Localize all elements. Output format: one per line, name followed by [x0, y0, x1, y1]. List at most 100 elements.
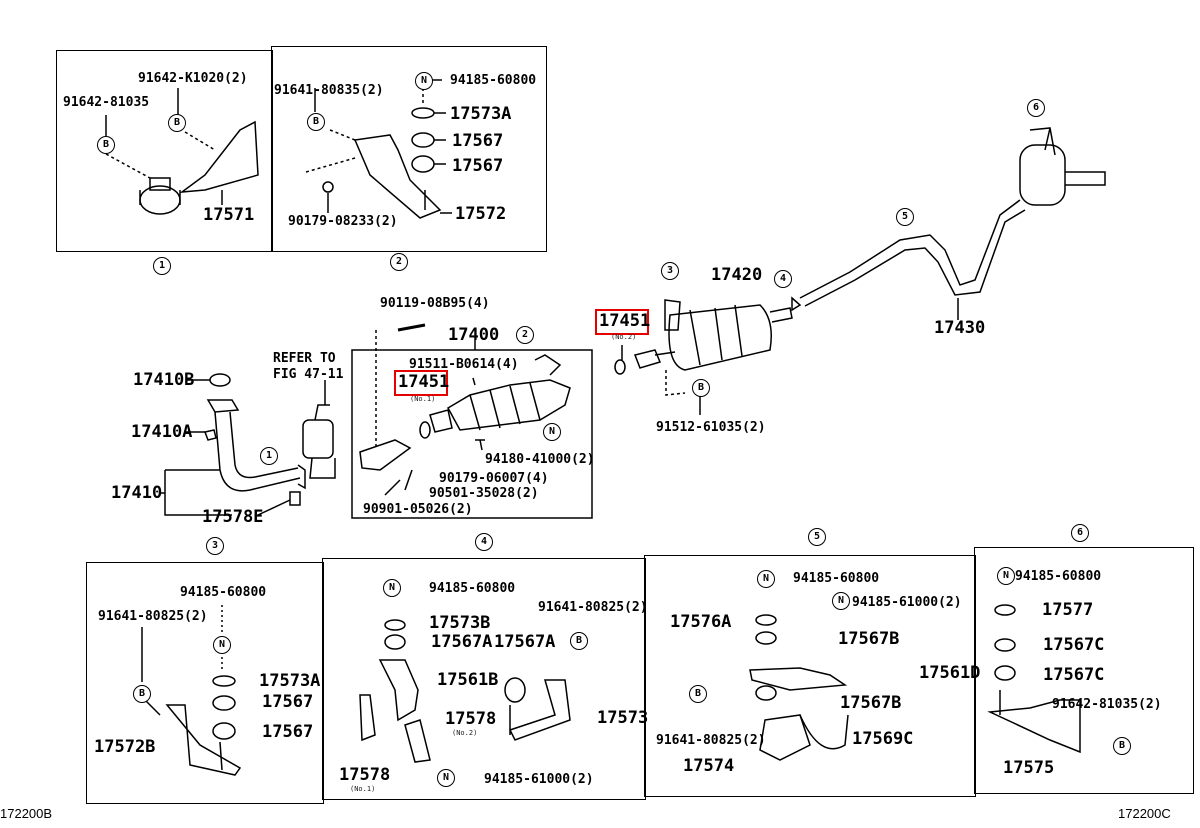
bracket-17571-drawing — [105, 88, 259, 215]
part-label[interactable]: 94185-60800 — [180, 585, 267, 600]
figure-code-left: 172200B — [0, 806, 53, 821]
refer-note[interactable]: FIG 47-11 — [273, 367, 344, 382]
panel-6-frame — [974, 547, 1194, 794]
bolt-marker-icon: B — [307, 113, 325, 131]
highlighted-part-label[interactable]: 17451 — [599, 311, 651, 331]
part-label[interactable]: 91642-81035 — [63, 95, 150, 110]
part-label[interactable]: 17572 — [455, 204, 507, 224]
part-label[interactable]: 90901-05026(2) — [363, 502, 473, 517]
part-sublabel: (No.2) — [452, 729, 478, 737]
part-label[interactable]: 17430 — [934, 318, 986, 338]
part-label[interactable]: 94185-60800 — [450, 73, 537, 88]
part-label[interactable]: 90501-35028(2) — [429, 486, 539, 501]
part-label[interactable]: 17567B — [838, 629, 900, 649]
highlight-box-17451-no2 — [595, 309, 649, 335]
callout-2[interactable]: 2 — [516, 326, 534, 344]
part-label[interactable]: 17400 — [448, 325, 500, 345]
panel-number-6[interactable]: 6 — [1071, 524, 1089, 542]
part-label[interactable]: 94185-60800 — [793, 571, 880, 586]
panel-5-frame — [644, 555, 976, 797]
part-label[interactable]: 17573B — [429, 613, 491, 633]
part-label[interactable]: 91641-80825(2) — [538, 600, 648, 615]
panel-number-5[interactable]: 5 — [808, 528, 826, 546]
figure-code-right: 172200C — [1118, 806, 1171, 821]
part-label[interactable]: 91641-80835(2) — [274, 83, 384, 98]
part-label[interactable]: 17573A — [450, 104, 512, 124]
part-label[interactable]: 17578E — [202, 507, 264, 527]
part-label[interactable]: 94185-60800 — [1015, 569, 1102, 584]
panel-number-4[interactable]: 4 — [475, 533, 493, 551]
part-label[interactable]: 94185-61000(2) — [484, 772, 594, 787]
part-label[interactable]: 17574 — [683, 756, 735, 776]
part-label[interactable]: 17410A — [131, 422, 193, 442]
panel-1-frame — [56, 50, 273, 252]
nut-marker-icon: N — [757, 570, 775, 588]
part-label[interactable]: 94185-60800 — [429, 581, 516, 596]
part-label[interactable]: 17561D — [919, 663, 981, 683]
part-label[interactable]: 91641-80825(2) — [98, 609, 208, 624]
part-label[interactable]: 17571 — [203, 205, 255, 225]
part-label[interactable]: 17575 — [1003, 758, 1055, 778]
nut-marker-icon: N — [543, 423, 561, 441]
part-label[interactable]: 17576A — [670, 612, 732, 632]
part-label[interactable]: 17567A — [494, 632, 556, 652]
part-label[interactable]: 17567 — [262, 722, 314, 742]
panel-number-1[interactable]: 1 — [153, 257, 171, 275]
part-label[interactable]: 91642-K1020(2) — [138, 71, 248, 86]
part-label[interactable]: 17577 — [1042, 600, 1094, 620]
converter-box-drawing — [351, 323, 593, 519]
part-label[interactable]: 17567 — [262, 692, 314, 712]
part-label[interactable]: 17578 — [339, 765, 391, 785]
part-label[interactable]: 90179-06007(4) — [439, 471, 549, 486]
muffler-17420-drawing — [614, 299, 793, 415]
part-label[interactable]: 17420 — [711, 265, 763, 285]
part-label[interactable]: 17573 — [597, 708, 649, 728]
bolt-marker-icon: B — [1113, 737, 1131, 755]
part-label[interactable]: 91642-81035(2) — [1052, 697, 1162, 712]
part-label[interactable]: 17567 — [452, 131, 504, 151]
panel-3-frame — [86, 562, 324, 804]
bolt-marker-icon: B — [168, 114, 186, 132]
panel-2-frame — [271, 46, 547, 252]
callout-4[interactable]: 4 — [774, 270, 792, 288]
tailpipe-17430-drawing — [791, 127, 1106, 320]
highlighted-part-label[interactable]: 17451 — [398, 372, 450, 392]
bolt-marker-icon: B — [692, 379, 710, 397]
bolt-marker-icon: B — [97, 136, 115, 154]
nut-marker-icon: N — [213, 636, 231, 654]
front-pipe-17410-drawing — [160, 373, 336, 516]
part-label[interactable]: 90119-08B95(4) — [380, 296, 490, 311]
part-label[interactable]: 17567B — [840, 693, 902, 713]
part-label[interactable]: 91641-80825(2) — [656, 733, 766, 748]
part-label[interactable]: 17567C — [1043, 665, 1105, 685]
bolt-marker-icon: B — [570, 632, 588, 650]
panel-number-2[interactable]: 2 — [390, 253, 408, 271]
callout-3[interactable]: 3 — [661, 262, 679, 280]
part-label[interactable]: 91511-B0614(4) — [409, 357, 519, 372]
callout-1[interactable]: 1 — [260, 447, 278, 465]
panel-number-3[interactable]: 3 — [206, 537, 224, 555]
part-label[interactable]: 17567A — [431, 632, 493, 652]
part-label[interactable]: 90179-08233(2) — [288, 214, 398, 229]
part-label[interactable]: 17567 — [452, 156, 504, 176]
bolt-marker-icon: B — [689, 685, 707, 703]
part-label[interactable]: 17567C — [1043, 635, 1105, 655]
part-label[interactable]: 17410B — [133, 370, 195, 390]
bolt-marker-icon: B — [133, 685, 151, 703]
nut-marker-icon: N — [415, 72, 433, 90]
part-label[interactable]: 17578 — [445, 709, 497, 729]
part-label[interactable]: 17561B — [437, 670, 499, 690]
part-label[interactable]: 91512-61035(2) — [656, 420, 766, 435]
part-label[interactable]: 17569C — [852, 729, 914, 749]
part-label[interactable]: 94180-41000(2) — [485, 452, 595, 467]
part-sublabel: (No.2) — [611, 333, 637, 341]
part-label[interactable]: 17410 — [111, 483, 163, 503]
nut-marker-icon: N — [383, 579, 401, 597]
part-label[interactable]: 17572B — [94, 737, 156, 757]
callout-5[interactable]: 5 — [896, 208, 914, 226]
panel-4-frame — [322, 558, 646, 800]
part-label[interactable]: 94185-61000(2) — [852, 595, 962, 610]
part-label[interactable]: 17573A — [259, 671, 321, 691]
callout-6[interactable]: 6 — [1027, 99, 1045, 117]
